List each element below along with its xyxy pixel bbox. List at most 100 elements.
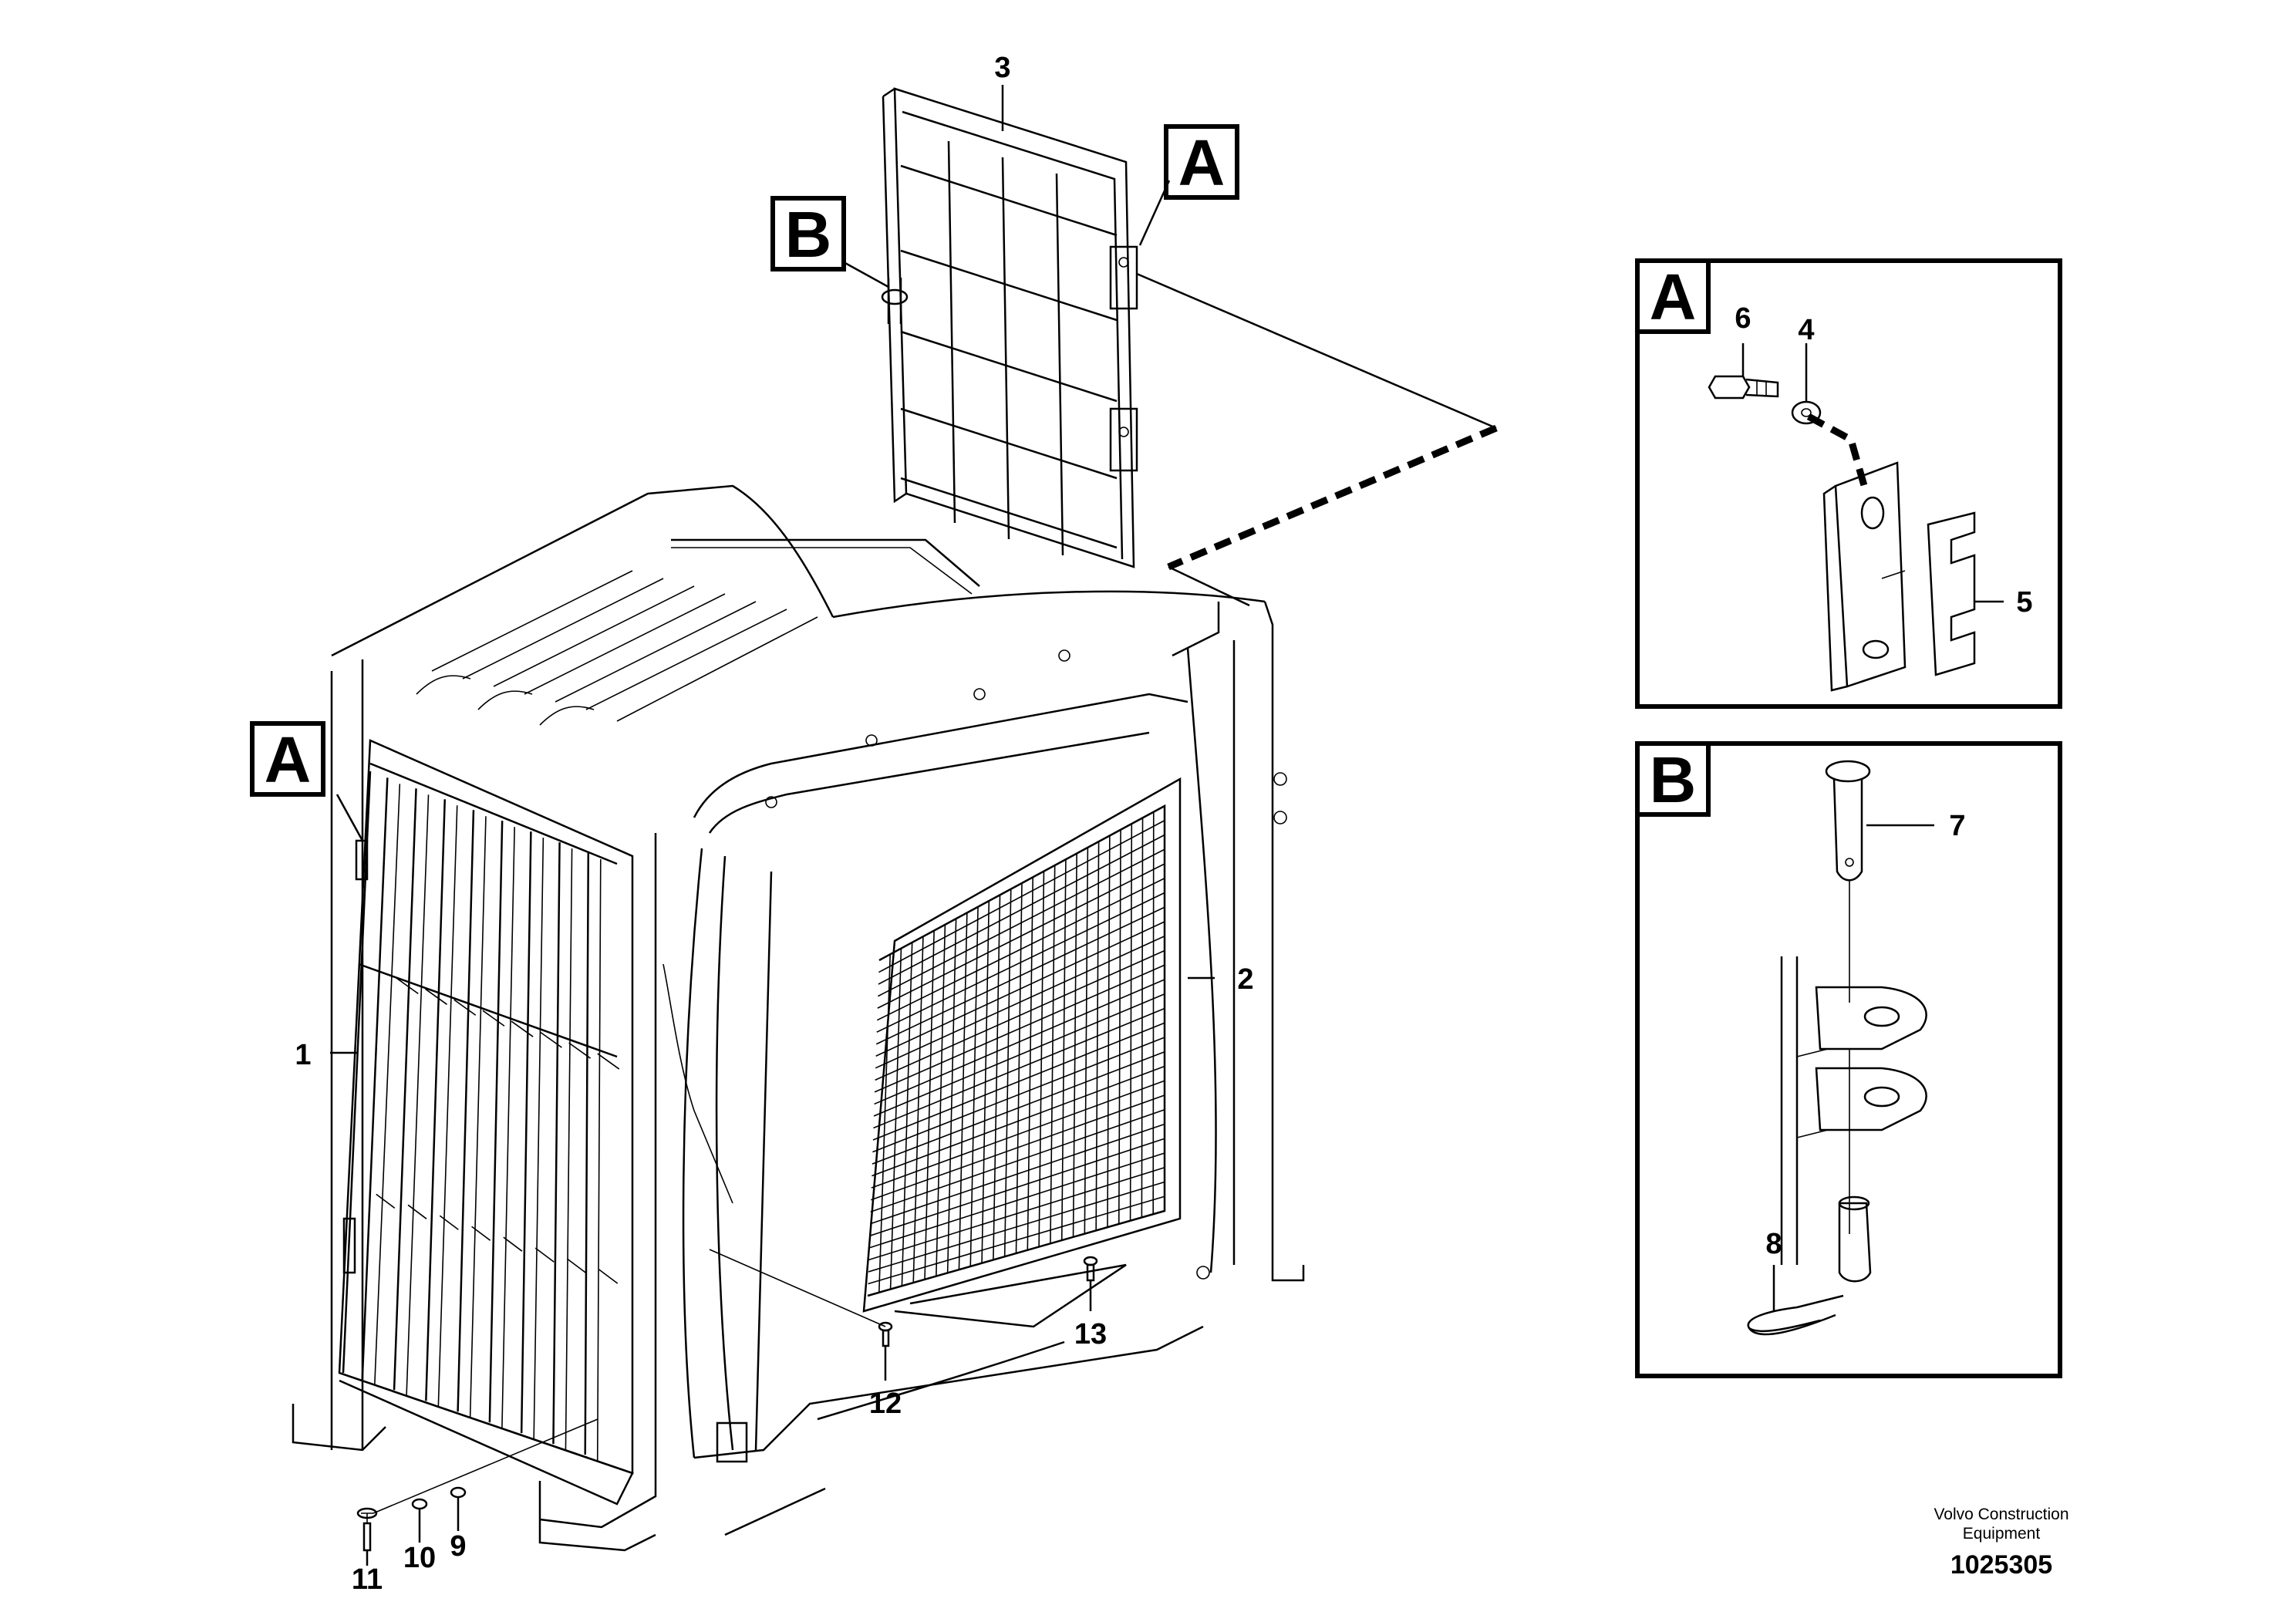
drawing-line: [947, 140, 956, 524]
drawing-line: [534, 1247, 555, 1263]
drawing-line: [871, 1080, 1165, 1189]
drawing-line: [868, 1181, 1165, 1273]
drawing-line: [358, 963, 618, 1058]
drawing-line: [482, 1010, 505, 1027]
drawing-line: [869, 1123, 1165, 1225]
drawing-line: [873, 993, 1165, 1117]
ref-box-a-grille: A: [250, 721, 325, 797]
drawing-line: [875, 921, 1165, 1057]
drawing-line: [876, 878, 1165, 1021]
drawing-line: [425, 799, 446, 1401]
maker-name-line-1: Volvo Construction: [1934, 1506, 2068, 1523]
svg-text:B: B: [1650, 744, 1697, 816]
callout-11: 11: [352, 1563, 383, 1596]
drawing-line: [1055, 173, 1064, 556]
drawing-line: [437, 805, 458, 1408]
drawing-line: [873, 1007, 1165, 1129]
drawing-line: [584, 853, 590, 1455]
callout-3: 3: [994, 52, 1010, 84]
drawing-line: [501, 827, 515, 1429]
drawing-line: [900, 330, 1118, 403]
drawing-line: [869, 1138, 1165, 1237]
drawing-line: [361, 777, 389, 1380]
callout-leaders: [330, 85, 1215, 1566]
svg-text:A: A: [1178, 126, 1226, 199]
drawing-line: [875, 936, 1165, 1069]
callout-8: 8: [1765, 1228, 1782, 1260]
ref-box-a-cover: A: [1164, 124, 1239, 200]
drawing-line: [439, 1215, 459, 1230]
drawing-line: [874, 979, 1165, 1105]
drawing-line: [453, 999, 477, 1016]
callout-5: 5: [2016, 586, 2032, 619]
machine-body: [292, 484, 1305, 1552]
top-slats: [416, 547, 973, 726]
drawing-line: [393, 788, 417, 1391]
callout-1: 1: [295, 1039, 311, 1071]
drawing-line: [900, 164, 1118, 237]
frame-bolts: [765, 649, 1287, 1280]
cover-hinge-leader: [1136, 272, 1498, 607]
drawing-line: [872, 1022, 1165, 1141]
drawing-line: [900, 249, 1118, 322]
drawing-line: [488, 821, 504, 1423]
maker-name-line-2: Equipment: [1963, 1525, 2041, 1543]
drawing-line: [407, 1204, 427, 1219]
louvre-grille-part-1: [338, 739, 634, 1506]
mesh-screen-part-2: [862, 777, 1182, 1328]
drawing-line: [406, 794, 430, 1397]
drawing-line: [872, 1051, 1165, 1165]
callout-9: 9: [450, 1530, 466, 1563]
drawing-line: [868, 1152, 1165, 1249]
drawing-line: [552, 842, 561, 1445]
drawing-line: [878, 848, 1165, 997]
drawing-line: [373, 784, 401, 1386]
callout-2: 2: [1237, 963, 1253, 996]
drawing-line: [872, 1065, 1165, 1177]
drawing-line: [878, 834, 1165, 985]
drawing-line: [871, 1094, 1165, 1201]
drawing-line: [872, 1037, 1165, 1153]
drawing-line: [1001, 157, 1010, 540]
drawing-line: [457, 810, 475, 1412]
drawing-line: [533, 838, 544, 1440]
top-cover-part-3: [881, 87, 1138, 568]
callout-6: 6: [1735, 302, 1751, 335]
callout-7: 7: [1949, 810, 1965, 842]
drawing-line: [877, 863, 1165, 1009]
drawing-line: [565, 848, 573, 1451]
callout-13: 13: [1074, 1318, 1107, 1351]
drawing-line: [868, 1166, 1165, 1261]
drawing-line: [596, 859, 602, 1462]
drawing-line: [878, 820, 1165, 973]
callout-labels: 3 2 1 9 10 11 12 13: [295, 52, 1253, 1596]
drawing-line: [900, 407, 1118, 480]
drawing-line: [520, 831, 532, 1434]
document-number: 1025305: [1950, 1550, 2052, 1580]
drawing-line: [376, 1193, 396, 1209]
footer: Volvo Construction Equipment 1025305: [1934, 1506, 2068, 1580]
drawing-line: [396, 977, 419, 995]
svg-text:B: B: [785, 198, 832, 271]
svg-text:A: A: [1650, 261, 1697, 333]
drawing-line: [425, 988, 447, 1005]
drawing-line: [503, 1236, 523, 1252]
drawing-line: [875, 949, 1165, 1081]
drawing-line: [875, 906, 1165, 1045]
callout-12: 12: [869, 1388, 902, 1420]
ref-box-b-cover: B: [770, 196, 846, 271]
detail-a-panel: A 6 4 5: [1635, 258, 2062, 709]
drawing-line: [870, 1108, 1165, 1213]
drawing-line: [566, 1258, 586, 1273]
callout-10: 10: [403, 1542, 436, 1574]
drawing-line: [511, 1020, 534, 1037]
drawing-line: [868, 1195, 1165, 1285]
svg-text:A: A: [265, 723, 312, 796]
detail-b-panel: B 7 8: [1635, 741, 2062, 1378]
drawing-line: [876, 892, 1165, 1033]
callout-4: 4: [1798, 314, 1814, 346]
drawing-line: [469, 816, 487, 1418]
drawing-line: [598, 1269, 619, 1284]
drawing-line: [597, 1053, 620, 1070]
